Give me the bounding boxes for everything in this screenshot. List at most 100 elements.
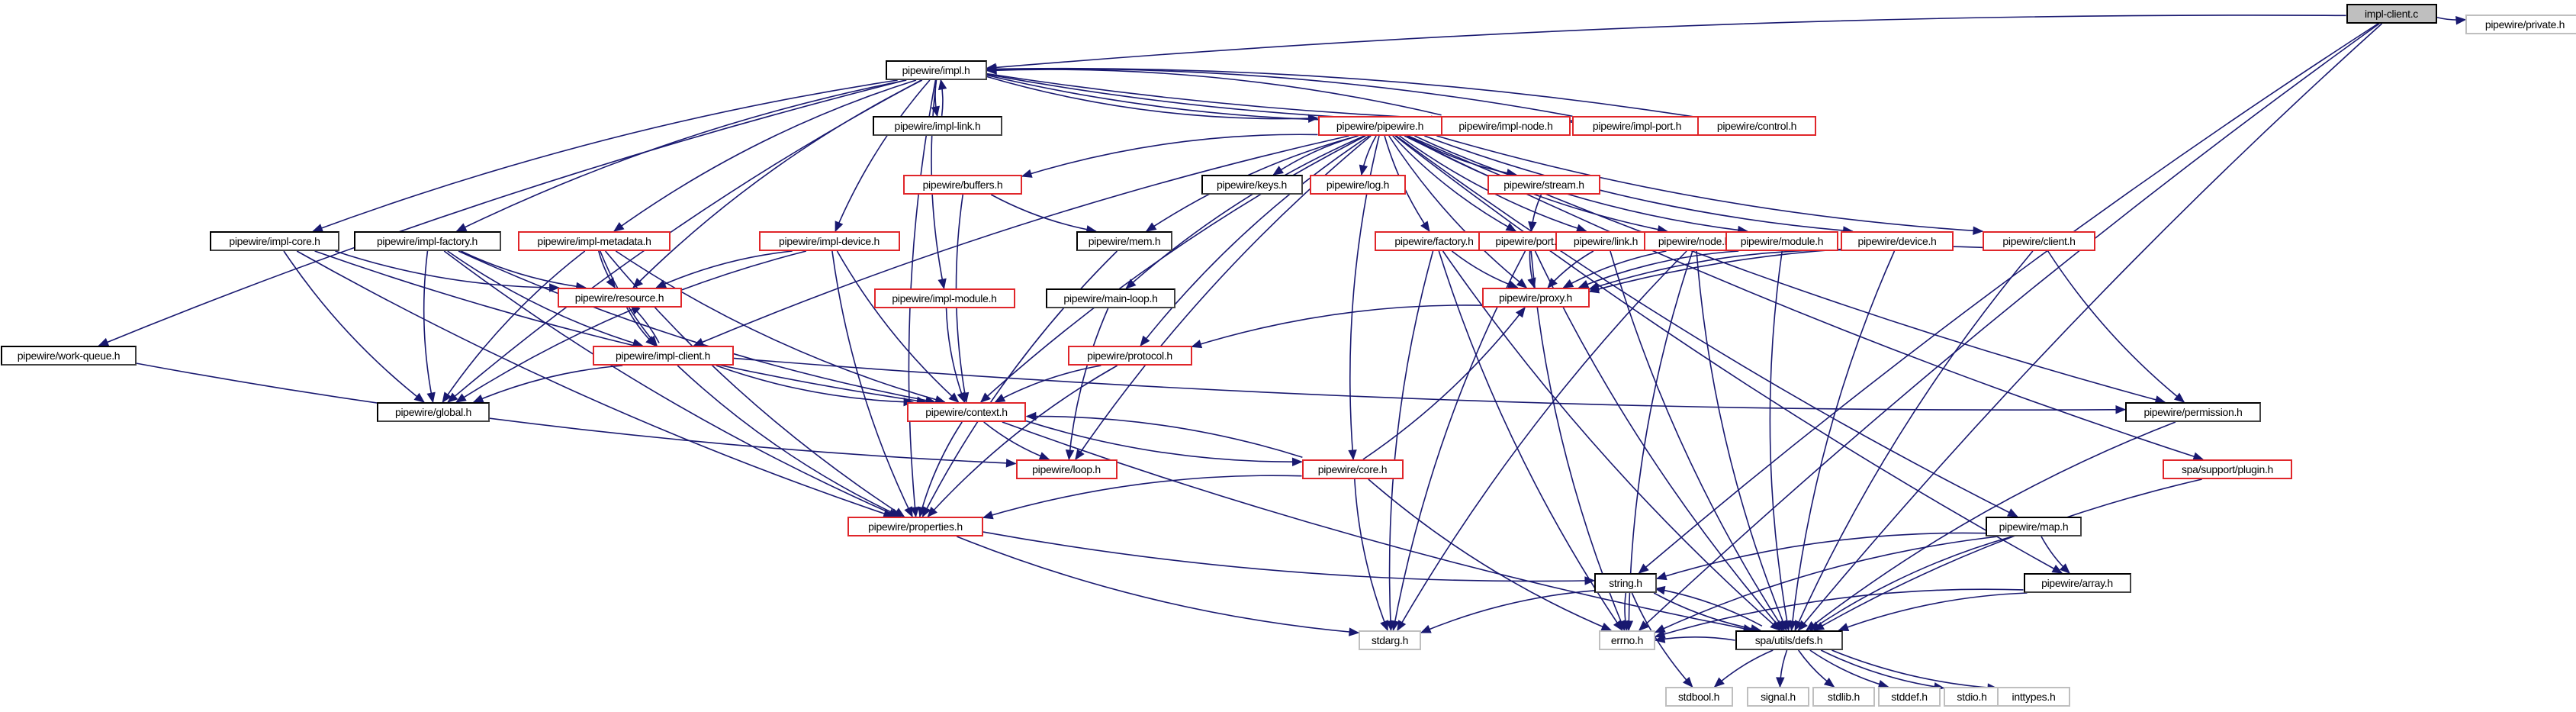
graph-node-pipewire-impl-device-h[interactable]: pipewire/impl-device.h xyxy=(758,231,900,251)
edge-impl-client-c-to-pipewire-impl-h xyxy=(986,14,2346,69)
graph-node-pipewire-module-h[interactable]: pipewire/module.h xyxy=(1725,231,1838,251)
edge-pipewire-impl-module-h-to-pipewire-context-h xyxy=(945,308,966,403)
graph-node-pipewire-impl-port-h[interactable]: pipewire/impl-port.h xyxy=(1572,116,1702,136)
graph-node-pipewire-impl-factory-h[interactable]: pipewire/impl-factory.h xyxy=(353,231,501,251)
arrowhead-icon xyxy=(835,221,844,233)
graph-node-pipewire-mem-h[interactable]: pipewire/mem.h xyxy=(1076,231,1172,251)
arrowhead-icon xyxy=(1838,623,1850,632)
edge-pipewire-module-h-to-pipewire-proxy-h xyxy=(1578,250,1739,288)
edge-pipewire-array-h-to-errno-h xyxy=(1655,588,2024,638)
graph-node-pipewire-global-h[interactable]: pipewire/global.h xyxy=(377,402,490,422)
graph-node-pipewire-control-h[interactable]: pipewire/control.h xyxy=(1697,116,1816,136)
graph-node-pipewire-log-h[interactable]: pipewire/log.h xyxy=(1310,175,1406,195)
graph-node-pipewire-impl-node-h[interactable]: pipewire/impl-node.h xyxy=(1441,116,1571,136)
edge-spa-utils-defs-h-to-stdio-h xyxy=(1820,649,1944,689)
edge-pipewire-control-h-to-pipewire-impl-h xyxy=(986,67,1698,118)
arrowhead-icon xyxy=(98,337,110,346)
graph-node-stdbool-h[interactable]: stdbool.h xyxy=(1664,687,1733,707)
arrowhead-icon xyxy=(1005,459,1017,468)
graph-node-pipewire-proxy-h[interactable]: pipewire/proxy.h xyxy=(1481,288,1590,308)
graph-node-pipewire-client-h[interactable]: pipewire/client.h xyxy=(1983,231,2095,251)
edge-pipewire-impl-h-to-pipewire-resource-h xyxy=(632,79,923,288)
edge-pipewire-buffers-h-to-pipewire-mem-h xyxy=(990,194,1096,232)
graph-node-pipewire-impl-metadata-h[interactable]: pipewire/impl-metadata.h xyxy=(518,231,671,251)
edge-pipewire-mem-h-to-pipewire-properties-h xyxy=(921,250,1118,517)
graph-node-stdlib-h[interactable]: stdlib.h xyxy=(1812,687,1875,707)
edge-pipewire-impl-port-h-to-pipewire-impl-h xyxy=(986,68,1573,118)
edge-pipewire-impl-h-to-pipewire-work-queue-h xyxy=(98,79,906,346)
arrowhead-icon xyxy=(472,394,484,403)
arrowhead-icon xyxy=(1788,620,1797,632)
arrowhead-icon xyxy=(1577,279,1590,288)
graph-node-pipewire-private-h[interactable]: pipewire/private.h xyxy=(2465,14,2576,34)
arrowhead-icon xyxy=(455,223,468,232)
arrowhead-icon xyxy=(1584,576,1596,585)
arrowhead-icon xyxy=(1075,449,1085,461)
arrowhead-icon xyxy=(1794,620,1803,632)
graph-node-pipewire-impl-link-h[interactable]: pipewire/impl-link.h xyxy=(873,116,1002,136)
arrowhead-icon xyxy=(2173,392,2185,403)
graph-node-pipewire-impl-module-h[interactable]: pipewire/impl-module.h xyxy=(873,288,1015,308)
arrowhead-icon xyxy=(1349,627,1360,636)
graph-node-pipewire-impl-client-h[interactable]: pipewire/impl-client.h xyxy=(592,346,734,366)
graph-node-pipewire-map-h[interactable]: pipewire/map.h xyxy=(1986,517,2082,536)
graph-node-pipewire-pipewire-h[interactable]: pipewire/pipewire.h xyxy=(1317,116,1442,136)
graph-node-pipewire-impl-core-h[interactable]: pipewire/impl-core.h xyxy=(210,231,339,251)
arrowhead-icon xyxy=(1638,620,1649,631)
graph-node-pipewire-permission-h[interactable]: pipewire/permission.h xyxy=(2125,402,2261,422)
graph-node-pipewire-resource-h[interactable]: pipewire/resource.h xyxy=(557,288,682,308)
graph-node-pipewire-protocol-h[interactable]: pipewire/protocol.h xyxy=(1067,346,1192,366)
graph-node-pipewire-buffers-h[interactable]: pipewire/buffers.h xyxy=(903,175,1022,195)
edge-pipewire-pipewire-h-to-pipewire-protocol-h xyxy=(1140,135,1370,346)
arrowhead-icon xyxy=(1515,306,1526,318)
graph-node-pipewire-keys-h[interactable]: pipewire/keys.h xyxy=(1201,175,1303,195)
graph-node-pipewire-impl-h[interactable]: pipewire/impl.h xyxy=(885,60,987,80)
graph-node-pipewire-properties-h[interactable]: pipewire/properties.h xyxy=(847,517,983,536)
edge-pipewire-impl-factory-h-to-pipewire-global-h xyxy=(423,250,434,403)
edge-pipewire-pipewire-h-to-pipewire-context-h xyxy=(980,135,1366,403)
edge-pipewire-node-h-to-pipewire-proxy-h xyxy=(1563,250,1667,288)
edge-spa-utils-defs-h-to-inttypes-h xyxy=(1832,649,1998,689)
edge-pipewire-context-h-to-spa-utils-defs-h xyxy=(1002,421,1754,631)
graph-node-pipewire-context-h[interactable]: pipewire/context.h xyxy=(907,402,1026,422)
graph-node-stdio-h[interactable]: stdio.h xyxy=(1944,687,2000,707)
edge-pipewire-node-h-to-stdarg-h xyxy=(1397,250,1687,631)
graph-node-pipewire-core-h[interactable]: pipewire/core.h xyxy=(1301,459,1404,479)
graph-node-stdarg-h[interactable]: stdarg.h xyxy=(1359,630,1421,650)
graph-node-pipewire-stream-h[interactable]: pipewire/stream.h xyxy=(1487,175,1600,195)
edge-pipewire-impl-device-h-to-pipewire-global-h xyxy=(455,250,807,403)
graph-node-stddef-h[interactable]: stddef.h xyxy=(1878,687,1941,707)
edge-pipewire-impl-h-to-pipewire-impl-factory-h xyxy=(456,79,907,232)
edge-pipewire-pipewire-h-to-pipewire-map-h xyxy=(1395,135,2018,517)
graph-node-inttypes-h[interactable]: inttypes.h xyxy=(1997,687,2070,707)
arrowhead-icon xyxy=(606,277,616,289)
arrowhead-icon xyxy=(948,392,960,403)
edge-pipewire-permission-h-to-spa-utils-defs-h xyxy=(1806,421,2176,631)
edge-pipewire-impl-device-h-to-pipewire-resource-h xyxy=(655,250,793,288)
arrowhead-icon xyxy=(1025,411,1037,421)
edge-pipewire-impl-h-to-pipewire-impl-device-h xyxy=(835,79,931,232)
graph-node-pipewire-main-loop-h[interactable]: pipewire/main-loop.h xyxy=(1046,288,1175,308)
graph-node-impl-client-c[interactable]: impl-client.c xyxy=(2346,4,2437,24)
graph-node-spa-utils-defs-h[interactable]: spa/utils/defs.h xyxy=(1735,630,1843,650)
arrowhead-icon xyxy=(1823,677,1835,688)
graph-node-pipewire-loop-h[interactable]: pipewire/loop.h xyxy=(1015,459,1118,479)
graph-node-pipewire-work-queue-h[interactable]: pipewire/work-queue.h xyxy=(1,346,137,366)
graph-node-spa-support-plugin-h[interactable]: spa/support/plugin.h xyxy=(2163,459,2292,479)
graph-node-pipewire-array-h[interactable]: pipewire/array.h xyxy=(2023,573,2131,593)
arrowhead-icon xyxy=(1125,279,1137,289)
graph-node-errno-h[interactable]: errno.h xyxy=(1599,630,1655,650)
edge-pipewire-impl-core-h-to-pipewire-global-h xyxy=(283,250,425,403)
edge-pipewire-client-h-to-pipewire-permission-h xyxy=(2047,250,2185,403)
arrowhead-icon xyxy=(1516,278,1528,288)
graph-node-pipewire-device-h[interactable]: pipewire/device.h xyxy=(1841,231,1954,251)
graph-node-pipewire-link-h[interactable]: pipewire/link.h xyxy=(1555,231,1657,251)
arrowhead-icon xyxy=(938,79,947,91)
edge-pipewire-pipewire-h-to-pipewire-proxy-h xyxy=(1388,135,1527,288)
arrowhead-icon xyxy=(1713,677,1725,688)
graph-node-string-h[interactable]: string.h xyxy=(1594,573,1657,593)
edge-pipewire-protocol-h-to-pipewire-context-h xyxy=(995,365,1101,403)
arrowhead-icon xyxy=(1654,634,1666,643)
graph-node-pipewire-factory-h[interactable]: pipewire/factory.h xyxy=(1375,231,1494,251)
graph-node-signal-h[interactable]: signal.h xyxy=(1747,687,1809,707)
